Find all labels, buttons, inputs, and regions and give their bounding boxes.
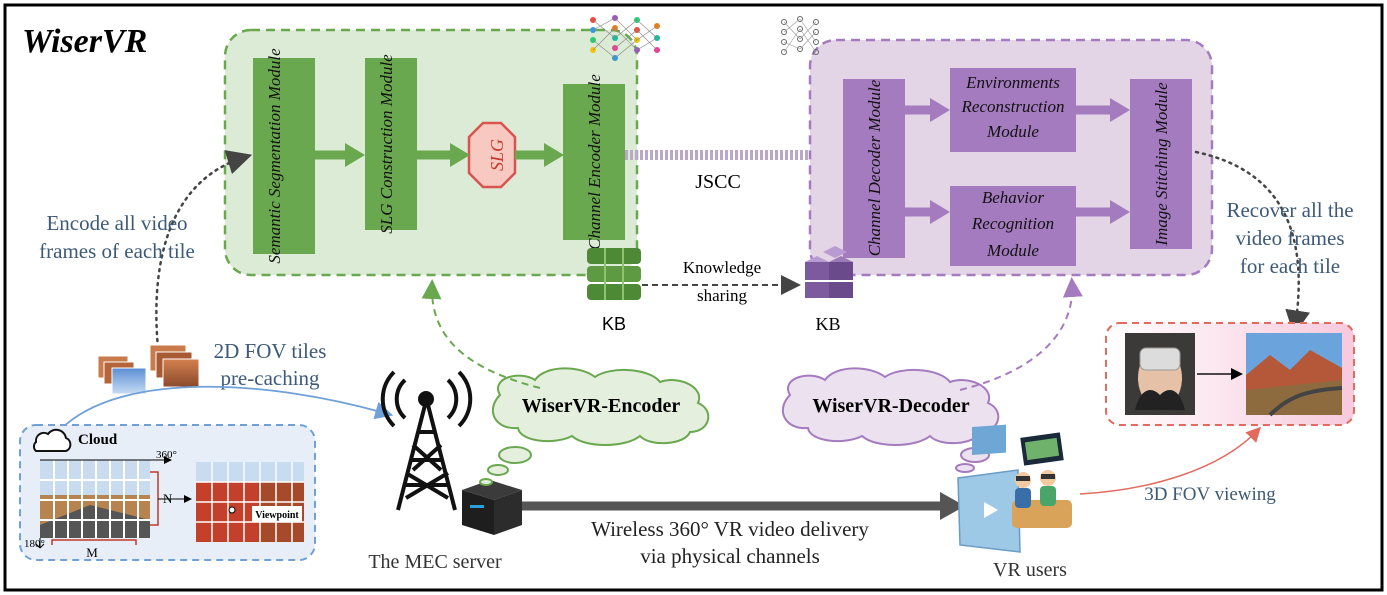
- encode-dotted-arrow: [155, 150, 253, 350]
- jscc-link: JSCC: [625, 142, 838, 193]
- slg-node: [467, 121, 517, 189]
- diagram-title: WiserVR: [22, 23, 147, 60]
- delivery-text-1: Wireless 360° VR video delivery: [591, 517, 869, 541]
- encoder-thought-bubble: [479, 367, 710, 486]
- mec-server-icon: [462, 480, 522, 535]
- channel-decoder-label: Channel Decoder Module: [865, 79, 884, 256]
- neural-network-icon: [590, 15, 660, 61]
- m-label: M: [86, 545, 98, 560]
- slg-construction-label: SLG Construction Module: [377, 54, 396, 234]
- encoder-panel: Semantic Segmentation Module SLG Constru…: [223, 15, 660, 277]
- mec-label: The MEC server: [368, 551, 502, 573]
- image-stitching-module: [1130, 79, 1192, 249]
- knowledge-sharing-label-1: Knowledge: [683, 258, 761, 277]
- channel-encoder-module: [563, 84, 625, 240]
- recover-text-3: for each tile: [1240, 254, 1340, 278]
- behavior-label-1: Behavior: [982, 188, 1045, 207]
- environments-reconstruction-module: [950, 68, 1076, 152]
- jscc-label: JSCC: [695, 171, 741, 193]
- channel-encoder-label: Channel Encoder Module: [585, 74, 604, 250]
- behavior-label-2: Recognition: [971, 214, 1054, 233]
- recover-text-2: video frames: [1235, 226, 1344, 250]
- encode-text-1: Encode all video: [46, 211, 187, 235]
- mec-tower-icon: [380, 370, 473, 511]
- deg360-label: 360°: [156, 449, 177, 461]
- slg-construction-module: [365, 58, 417, 230]
- vr-users-illustration: [957, 424, 1072, 553]
- outer-frame: [3, 3, 1384, 592]
- cloud-icon: [33, 428, 72, 452]
- vr-users-label: VR users: [993, 559, 1067, 581]
- decoder-bubble-label: WiserVR-Decoder: [812, 395, 969, 417]
- equirect-frame: [35, 456, 172, 549]
- environments-label-3: Module: [986, 122, 1039, 141]
- fov-viewing-label: 3D FOV viewing: [1144, 484, 1276, 505]
- semantic-segmentation-label: Semantic Segmentation Module: [265, 48, 284, 264]
- environments-label-1: Environments: [965, 73, 1060, 92]
- viewport-frame: [196, 462, 304, 542]
- recover-text-1: Recover all the: [1226, 198, 1353, 222]
- decoder-panel: Channel Decoder Module Environments Reco…: [781, 16, 1214, 277]
- kb-right-icon: [805, 246, 853, 298]
- kb-left-label: KB: [602, 314, 626, 334]
- channel-decoder-module: [843, 79, 905, 258]
- environments-label-2: Reconstruction: [961, 97, 1065, 116]
- landscape-image: [1246, 333, 1343, 417]
- headset-person-image: [1125, 333, 1195, 415]
- viewpoint-label: Viewpoint: [255, 510, 299, 521]
- tile-thumbnails-right: [149, 344, 200, 388]
- tile-thumbnails-left: [97, 355, 147, 395]
- decoder-bubble-arrow: [959, 277, 1083, 391]
- encoder-bubble-arrow: [421, 279, 541, 389]
- slg-label: SLG: [487, 139, 507, 171]
- precaching-arrow: [59, 385, 394, 431]
- cloud-panel: Cloud 360° 180° M N: [19, 424, 316, 561]
- fov-viewing-arrow: [1079, 426, 1262, 495]
- svg-text:Semantic Segmentation Module: Semantic Segmentation Module: [265, 48, 284, 264]
- encoder-bubble-label: WiserVR-Encoder: [522, 395, 681, 417]
- deg180-label: 180°: [24, 538, 45, 550]
- precaching-text-2: pre-caching: [220, 366, 320, 390]
- kb-left-icon: [587, 248, 641, 300]
- knowledge-sharing-label-2: sharing: [697, 286, 748, 305]
- image-stitching-label: Image Stitching Module: [1152, 82, 1171, 247]
- encode-text-2: frames of each tile: [39, 239, 195, 263]
- behavior-label-3: Module: [986, 241, 1039, 260]
- kb-right-label: KB: [815, 314, 840, 334]
- decoder-thought-bubble: [781, 367, 1000, 473]
- cloud-label: Cloud: [78, 432, 118, 448]
- fov-viewing-panel: [1105, 322, 1355, 426]
- delivery-text-2: via physical channels: [640, 544, 820, 568]
- behavior-recognition-module: [950, 186, 1076, 266]
- semantic-segmentation-module: [253, 58, 315, 254]
- recover-dotted-arrow: [1194, 150, 1310, 336]
- precaching-text-1: 2D FOV tiles: [214, 339, 327, 363]
- neural-network-icon-decoder: [781, 16, 819, 55]
